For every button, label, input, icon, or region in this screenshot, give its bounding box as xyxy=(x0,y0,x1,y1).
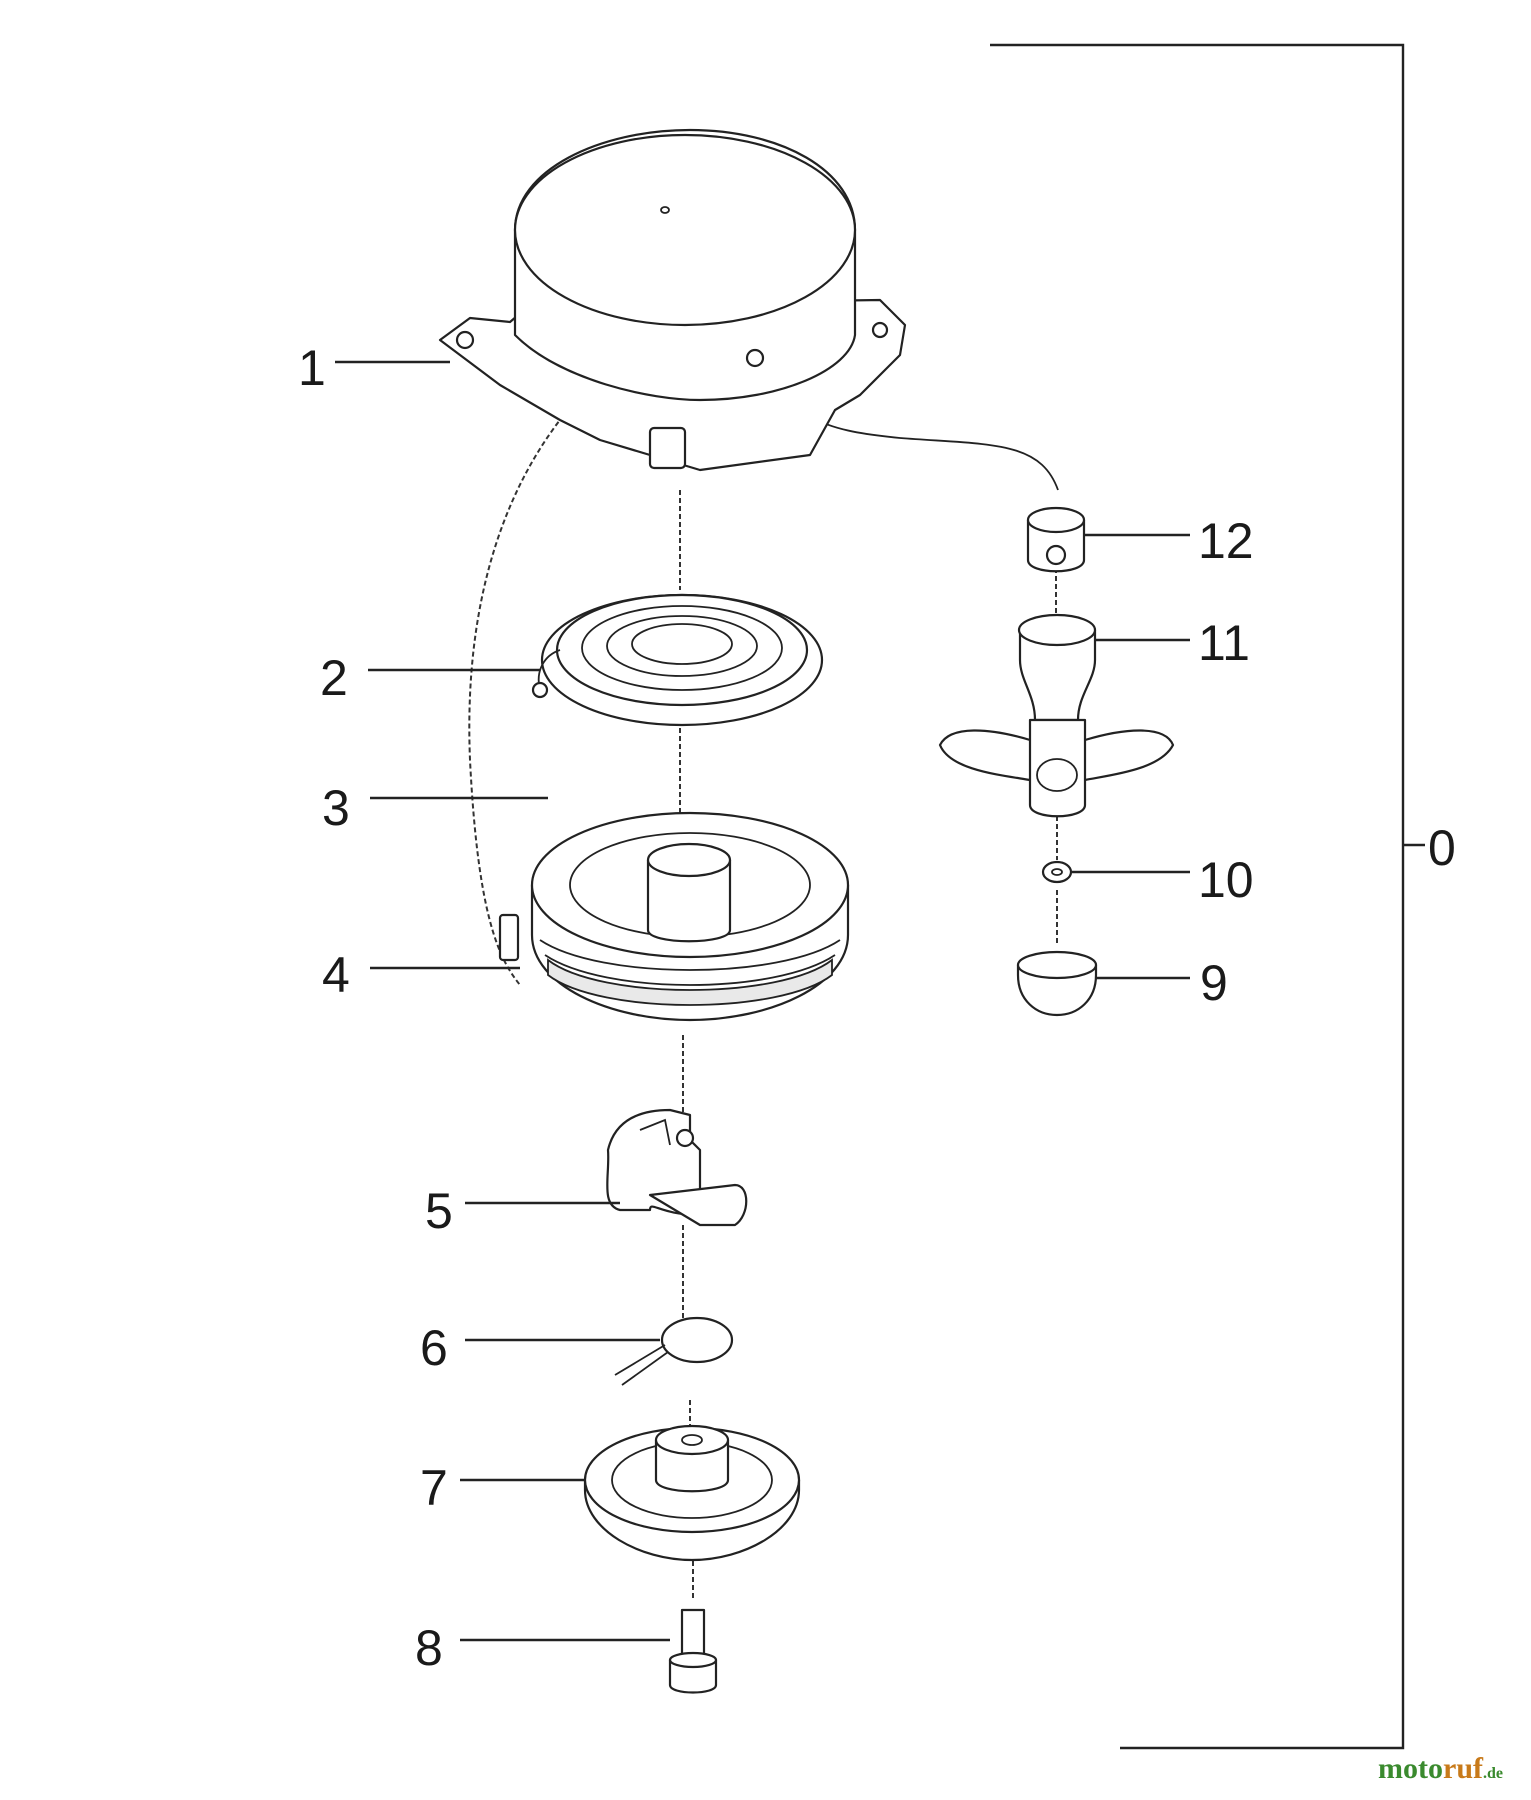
part-2-recoil-spring xyxy=(531,593,824,727)
label-part-5: 5 xyxy=(425,1183,453,1239)
part-1-starter-housing xyxy=(438,128,907,472)
part-9-knob xyxy=(1016,950,1098,1017)
label-part-0: 0 xyxy=(1428,820,1456,876)
label-part-4: 4 xyxy=(322,947,350,1003)
label-part-7: 7 xyxy=(420,1460,448,1516)
label-part-12: 12 xyxy=(1198,513,1254,569)
label-part-9: 9 xyxy=(1200,955,1228,1011)
label-part-6: 6 xyxy=(420,1320,448,1376)
part-8-bolt xyxy=(668,1608,718,1694)
part-4-rope-coil xyxy=(498,913,833,1006)
label-part-1: 1 xyxy=(298,340,326,396)
starter-rope xyxy=(468,319,681,986)
label-part-10: 10 xyxy=(1198,852,1254,908)
watermark-suffix: .de xyxy=(1483,1765,1503,1782)
part-11-starter-handle xyxy=(938,613,1175,818)
part-5-ratchet xyxy=(606,1108,748,1227)
label-part-2: 2 xyxy=(320,650,348,706)
watermark-part2: ruf xyxy=(1443,1752,1483,1785)
part-6-clip xyxy=(614,1316,734,1386)
watermark-part1: moto xyxy=(1378,1752,1443,1785)
part-10-washer xyxy=(1041,860,1073,884)
part-12-rope-guide xyxy=(1026,506,1086,573)
label-part-3: 3 xyxy=(322,780,350,836)
label-part-8: 8 xyxy=(415,1620,443,1676)
label-part-11: 11 xyxy=(1198,615,1250,671)
watermark-logo: motoruf.de xyxy=(1378,1752,1503,1786)
assembly-bracket xyxy=(990,43,1405,1750)
part-7-cover-plate xyxy=(583,1424,801,1562)
